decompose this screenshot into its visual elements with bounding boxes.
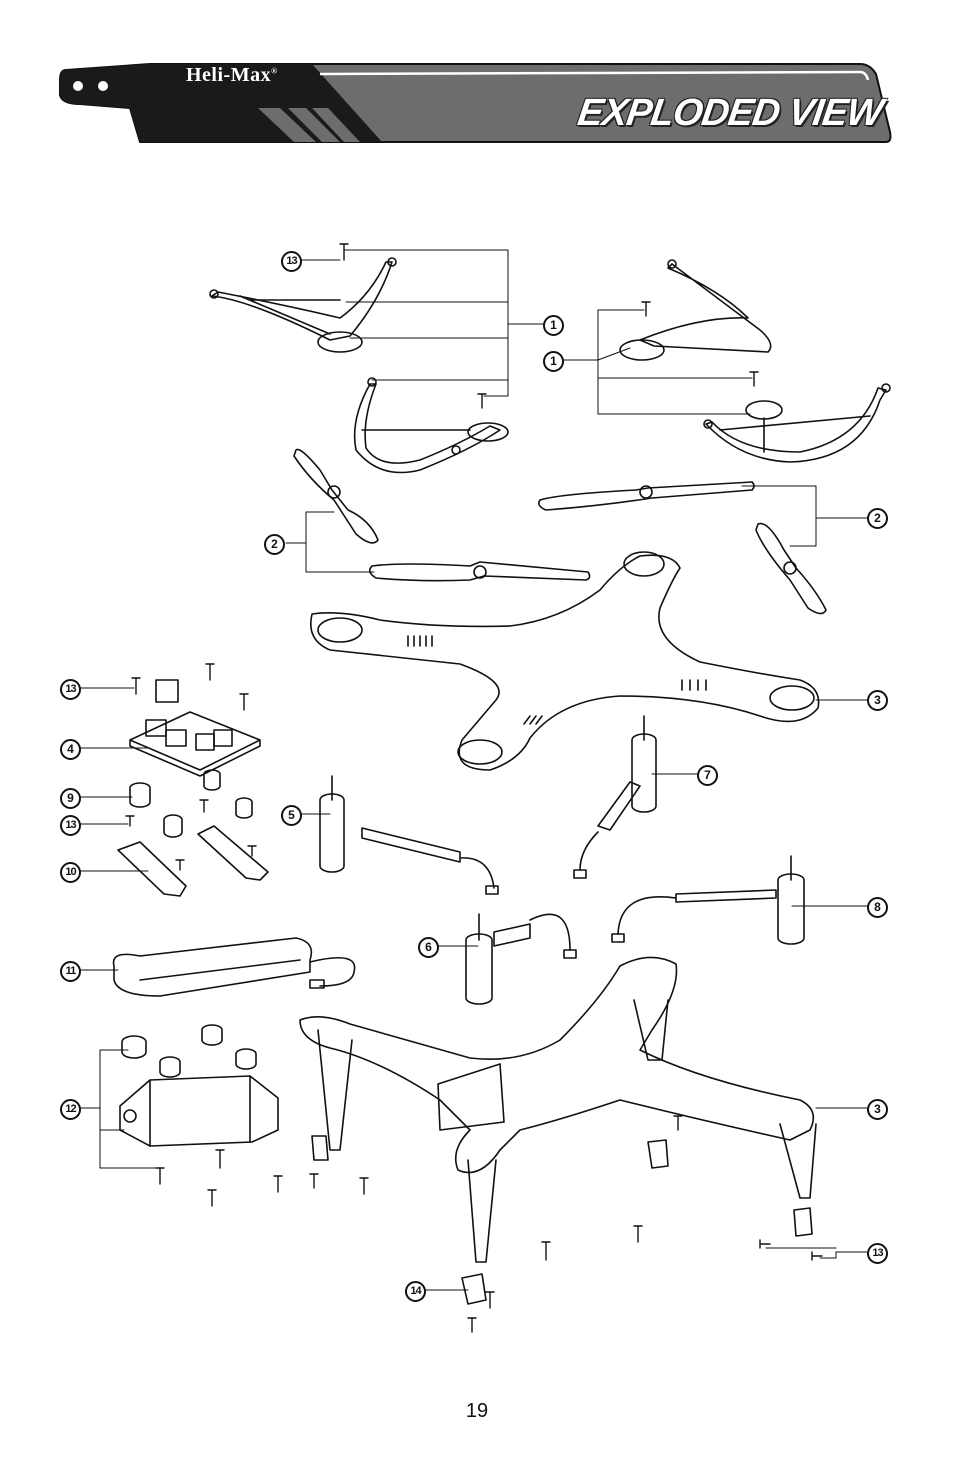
callout-9: 9 bbox=[60, 788, 81, 809]
prop-guard-2 bbox=[353, 377, 509, 474]
callout-12: 12 bbox=[60, 1099, 81, 1120]
landing-skids bbox=[311, 1135, 813, 1305]
callout-4: 4 bbox=[60, 739, 81, 760]
callout-8: 8 bbox=[867, 897, 888, 918]
spacers bbox=[129, 769, 253, 838]
top-body-shell bbox=[310, 551, 820, 771]
callout-10: 10 bbox=[60, 862, 81, 883]
callout-13: 13 bbox=[60, 815, 81, 836]
page-number: 19 bbox=[465, 1400, 489, 1422]
prop-guard-1 bbox=[209, 257, 397, 353]
callout-13: 13 bbox=[281, 251, 302, 272]
callout-2: 2 bbox=[867, 508, 888, 529]
propeller-4 bbox=[755, 522, 827, 615]
callout-1: 1 bbox=[543, 351, 564, 372]
motor-6 bbox=[465, 913, 577, 1005]
header-banner bbox=[59, 63, 892, 143]
motor-5 bbox=[319, 775, 499, 895]
callout-3: 3 bbox=[867, 690, 888, 711]
callout-13: 13 bbox=[867, 1243, 888, 1264]
mount-brackets bbox=[117, 825, 269, 897]
screws bbox=[125, 243, 823, 1333]
prop-guard-4 bbox=[703, 383, 891, 463]
callout-1: 1 bbox=[543, 315, 564, 336]
callout-3: 3 bbox=[867, 1099, 888, 1120]
prop-guard-3 bbox=[619, 259, 772, 361]
battery bbox=[112, 937, 356, 997]
callout-7: 7 bbox=[697, 765, 718, 786]
callout-6: 6 bbox=[418, 937, 439, 958]
receiver bbox=[119, 1024, 279, 1147]
control-board bbox=[129, 679, 261, 777]
callout-5: 5 bbox=[281, 805, 302, 826]
callout-13: 13 bbox=[60, 679, 81, 700]
callout-14: 14 bbox=[405, 1281, 426, 1302]
bottom-frame bbox=[299, 956, 817, 1263]
propeller-2 bbox=[368, 561, 591, 582]
brand-logo: Heli-Max® bbox=[186, 64, 278, 86]
callout-11: 11 bbox=[60, 961, 81, 982]
callout-2: 2 bbox=[264, 534, 285, 555]
motor-8 bbox=[611, 855, 805, 945]
propeller-3 bbox=[538, 481, 755, 511]
motor-7 bbox=[573, 715, 657, 879]
propeller-1 bbox=[293, 448, 379, 544]
leader-lines bbox=[79, 249, 871, 1291]
